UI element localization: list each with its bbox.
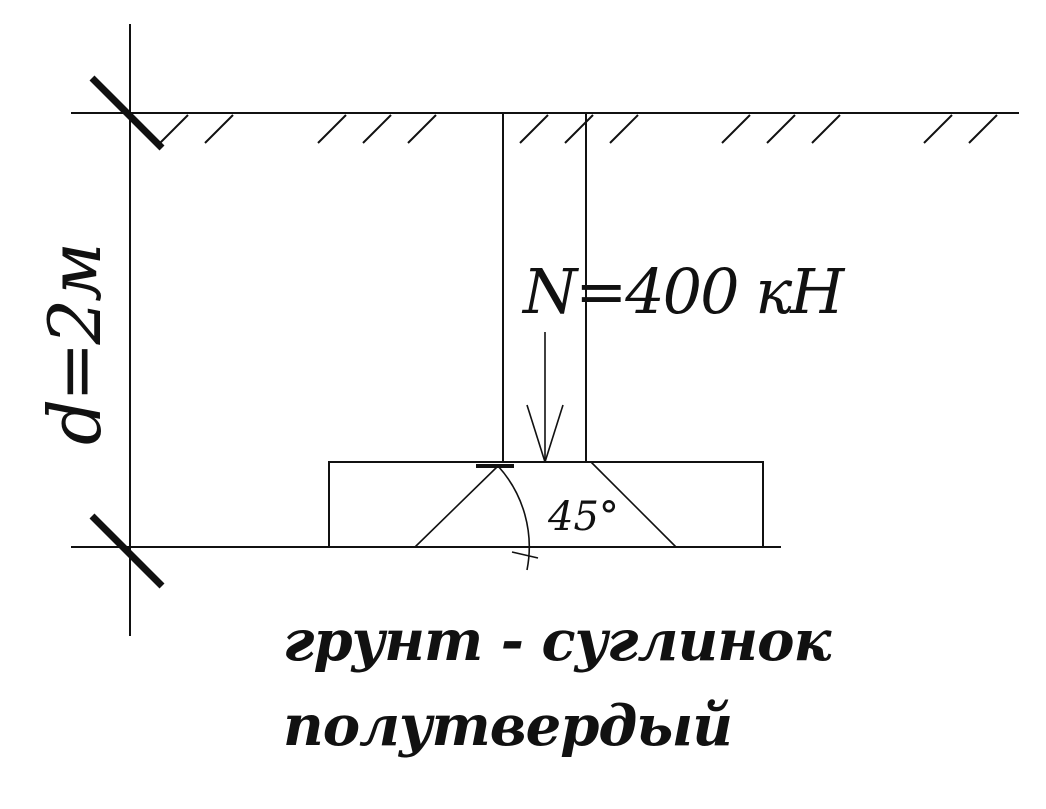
ground-hatching xyxy=(159,114,998,144)
soil-label-line2: полутвердый xyxy=(283,693,732,759)
angle-arc xyxy=(497,465,531,571)
soil-label-line1: грунт - суглинок xyxy=(283,608,832,674)
column xyxy=(502,112,587,463)
footing-slab xyxy=(328,461,764,548)
load-spread-line-left xyxy=(414,465,499,548)
load-label: N=400 кН xyxy=(521,255,846,328)
load-spread-line-right xyxy=(590,461,677,548)
angle-label: 45° xyxy=(547,494,619,540)
load-arrow xyxy=(526,332,564,463)
dimension-tick-bottom xyxy=(89,513,165,589)
dimension-tick-top xyxy=(89,75,165,151)
depth-label: d=2м xyxy=(33,245,117,445)
angle-arc-tick xyxy=(511,551,539,559)
